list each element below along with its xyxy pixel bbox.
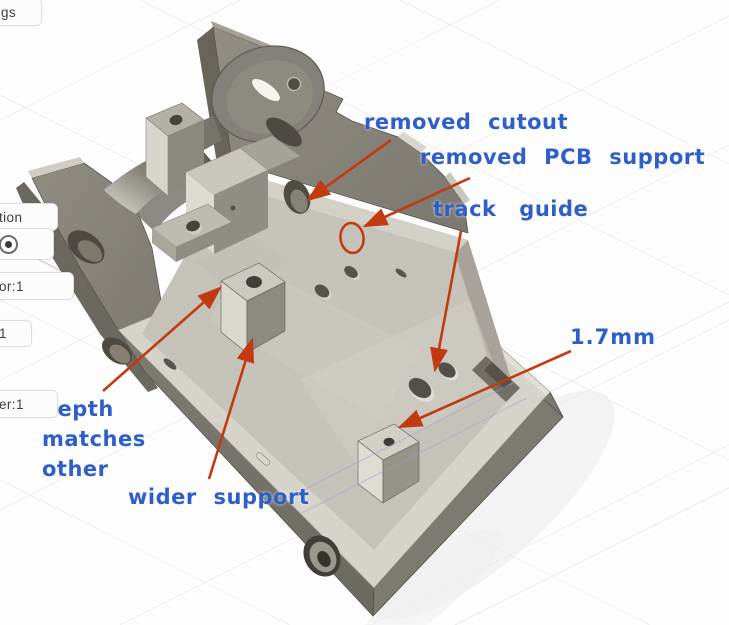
radio-button-dot <box>5 240 12 248</box>
annotation-depth-line2: matches <box>42 427 146 451</box>
sidebar-item-or1-label: or:1 <box>0 278 24 294</box>
arrow-dimension <box>397 349 572 429</box>
boss-small-hole <box>286 76 302 92</box>
annotation-wider-support: wider support <box>128 485 310 509</box>
boss-slot-hole <box>251 78 281 102</box>
motor-boss <box>211 45 325 147</box>
annotation-depth-line3: other <box>42 457 109 481</box>
arrow-track-guide <box>430 230 463 373</box>
corner-block-hole <box>169 114 183 126</box>
support-block-center <box>220 262 286 354</box>
ledge-hole <box>186 220 200 232</box>
flange-hole-upper <box>67 230 105 264</box>
sketch-lines <box>289 381 528 514</box>
arrow-removed-pcb <box>362 176 471 228</box>
back-plate <box>197 21 470 234</box>
sidebar-item-tion[interactable]: tion <box>0 203 58 231</box>
arrow-wider-support <box>207 337 255 480</box>
annotation-removed-cutout: removed cutout <box>364 110 569 134</box>
sidebar-item-or1[interactable]: or:1 <box>0 272 74 300</box>
support-block-front-hole <box>383 437 395 447</box>
counterbore-hole <box>303 535 341 577</box>
radio-button[interactable] <box>0 234 18 254</box>
ledge-block <box>151 203 288 289</box>
track-guide-notch <box>472 356 520 402</box>
support-block-center-hole <box>246 276 262 288</box>
sidebar-item-er1[interactable]: er:1 <box>0 390 58 418</box>
cad-model <box>16 21 564 617</box>
plate-oval-hole <box>283 180 311 214</box>
annotation-track-guide: track guide <box>433 197 589 221</box>
annotation-dimension: 1.7mm <box>570 325 656 349</box>
arrow-removed-cutout <box>305 138 392 202</box>
annotation-removed-pcb-support: removed PCB support <box>420 145 706 169</box>
model-shadow <box>359 390 615 625</box>
sidebar-item-gs-label: gs <box>1 4 17 20</box>
sidebar-radio-option[interactable] <box>0 228 54 260</box>
boss-kidney-slot <box>266 117 302 147</box>
sidebar-item-1-label: 1 <box>0 326 7 341</box>
flange-hole-lower <box>101 337 133 365</box>
sidebar-item-gs[interactable]: gs <box>0 0 42 26</box>
arrow-depth <box>102 286 222 392</box>
sidebar-item-1[interactable]: 1 <box>0 320 32 347</box>
annotation-arrows <box>102 138 572 480</box>
sidebar-item-er1-label: er:1 <box>0 396 24 412</box>
wall-features <box>214 420 341 577</box>
sidebar-item-tion-label: tion <box>0 209 23 225</box>
annotation-circle <box>339 221 365 255</box>
